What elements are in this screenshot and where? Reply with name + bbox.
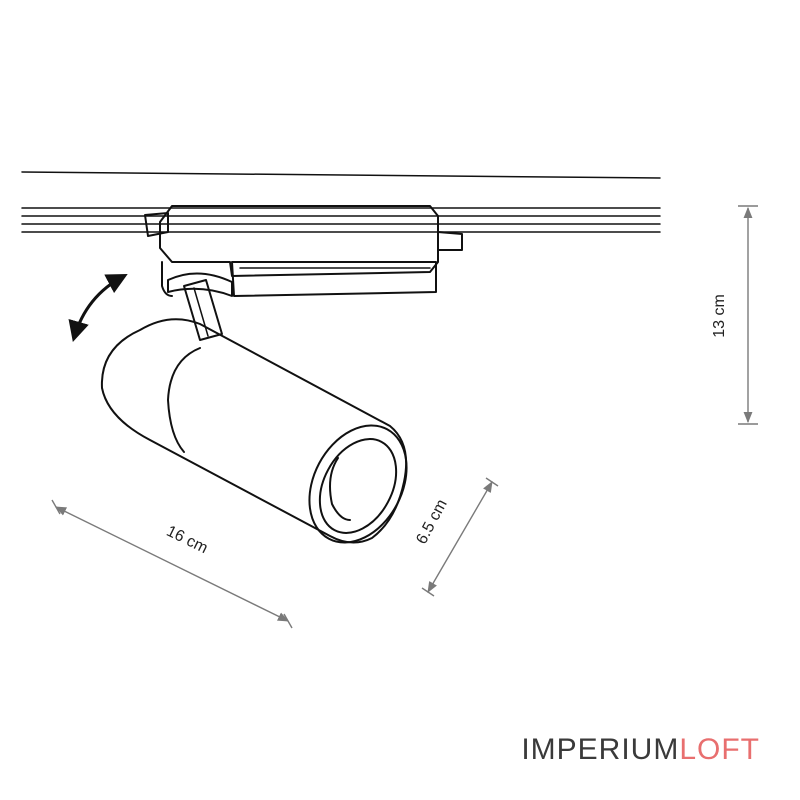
- brand-logo: IMPERIUMLOFT: [521, 733, 760, 767]
- spotlight-head: [100, 318, 408, 544]
- length-label: 16 cm: [164, 523, 211, 557]
- track-adapter: [144, 205, 463, 297]
- brand-logo-part1: IMPERIUM: [521, 733, 680, 766]
- height-dimension: 13 cm: [711, 205, 758, 425]
- diameter-label: 6.5 cm: [413, 497, 451, 547]
- brand-logo-part2: LOFT: [679, 733, 760, 766]
- length-dimension: 16 cm: [51, 499, 293, 629]
- diameter-dimension: 6.5 cm: [413, 477, 499, 597]
- height-label: 13 cm: [711, 294, 728, 338]
- track-rail: [21, 171, 661, 233]
- curved-double-arrow-icon: [68, 274, 128, 343]
